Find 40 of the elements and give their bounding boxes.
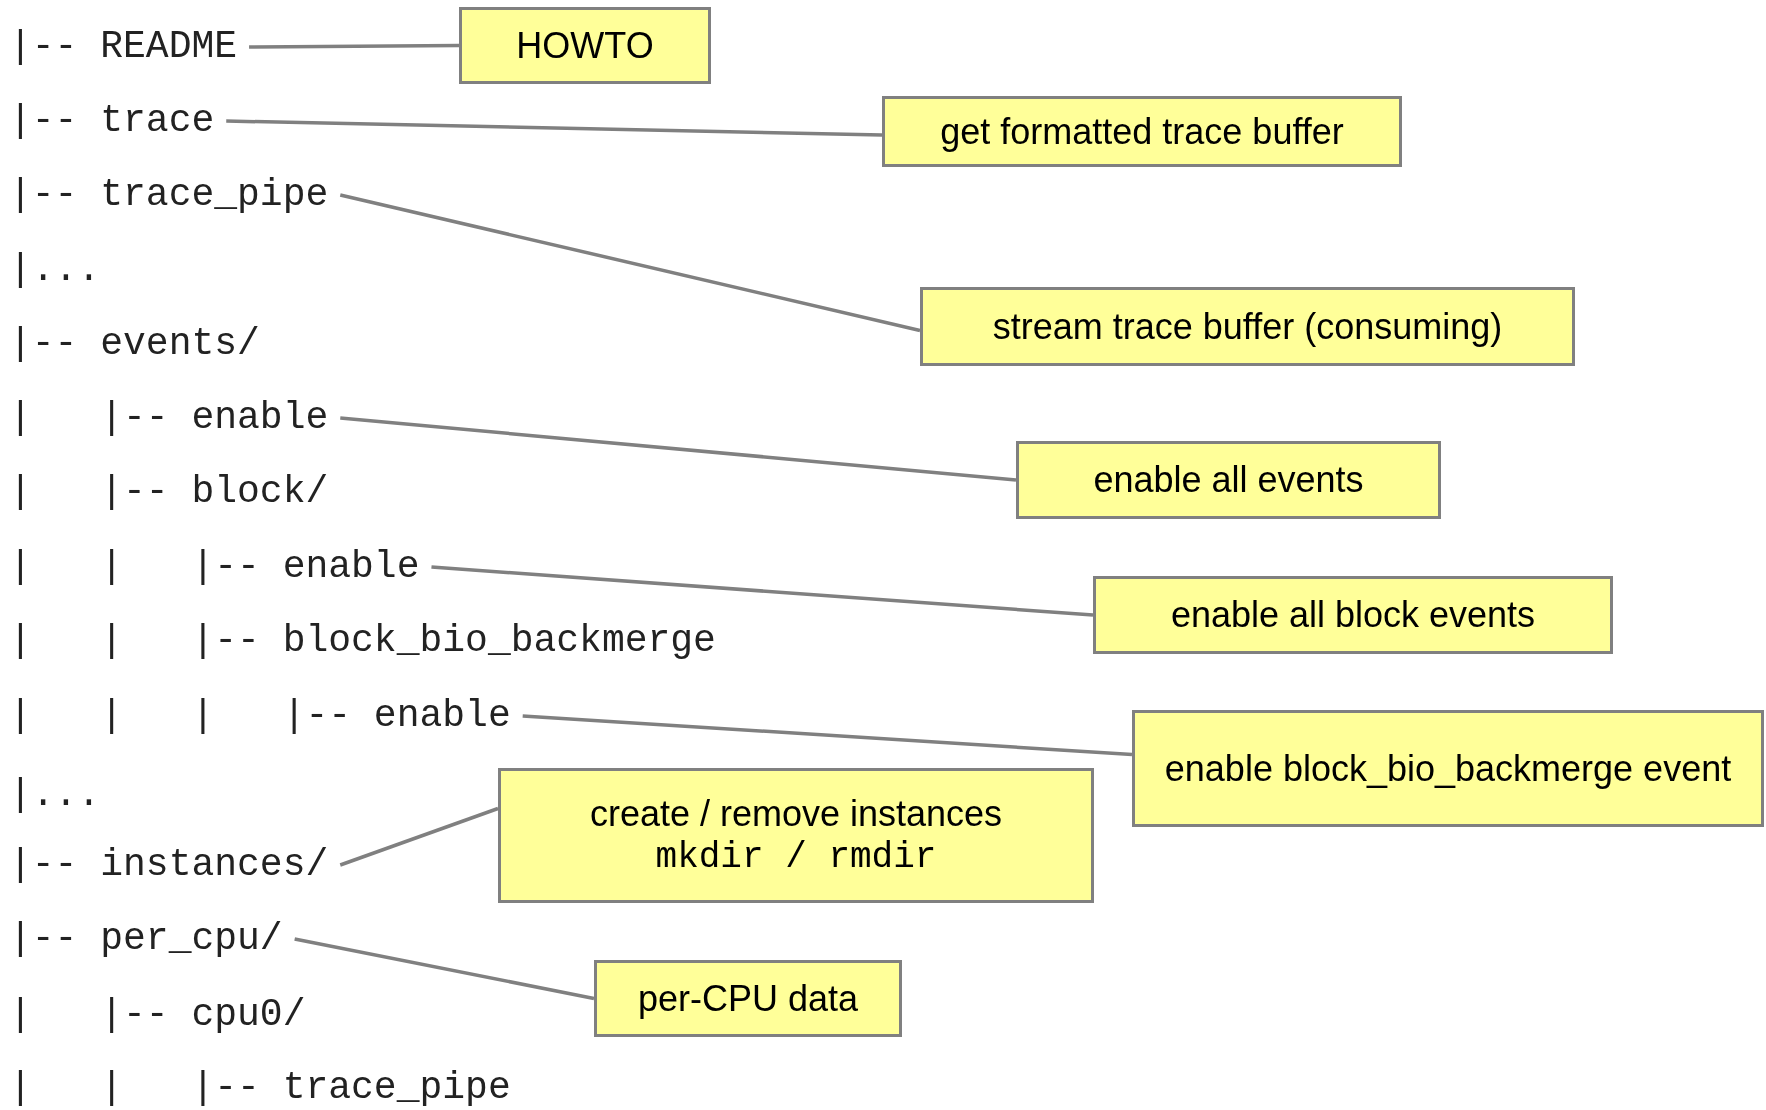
- leader-line: [522, 714, 1133, 757]
- callout-text: stream trace buffer (consuming): [992, 304, 1503, 349]
- leader-line: [339, 806, 499, 867]
- callout-box: [920, 287, 1575, 366]
- file-tree-line: | | |-- trace_pipe: [9, 1065, 511, 1110]
- leader-line: [249, 43, 459, 49]
- callout-box: [459, 7, 711, 84]
- file-tree-line: |-- instances/: [9, 841, 341, 889]
- file-tree-line: |...: [9, 247, 101, 293]
- callout-text: enable all events: [1093, 458, 1364, 502]
- file-tree-line: | | |-- enable: [9, 543, 432, 591]
- file-tree-line: |-- events/: [9, 321, 260, 367]
- file-tree-line: | |-- block/: [9, 469, 329, 515]
- leader-line: [226, 119, 883, 137]
- file-tree-line: |-- trace_pipe: [9, 171, 341, 219]
- leader-line: [294, 937, 595, 1001]
- file-tree-line: | | | |-- enable: [9, 692, 523, 740]
- callout-text: enable block_bio_backmerge event: [1164, 746, 1732, 791]
- file-tree-line: |-- trace: [9, 97, 227, 145]
- callout-box: [498, 768, 1094, 903]
- callout-box: [1016, 441, 1441, 519]
- leader-line: [431, 565, 1094, 617]
- callout-text: HOWTO: [516, 23, 654, 68]
- file-tree-line: | |-- enable: [9, 394, 341, 442]
- callout-text: get formatted trace buffer: [940, 109, 1344, 154]
- file-tree-line: |...: [9, 772, 101, 818]
- callout-box: [1093, 576, 1613, 654]
- leader-line: [339, 193, 921, 333]
- callout-text: mkdir / rmdir: [655, 835, 937, 880]
- leader-line: [340, 416, 1017, 482]
- file-tree-line: | | |-- block_bio_backmerge: [9, 618, 716, 664]
- callout-box: [882, 96, 1402, 167]
- callout-text: per-CPU data: [637, 976, 859, 1021]
- file-tree-line: | |-- cpu0/: [9, 992, 306, 1038]
- callout-box: [594, 960, 902, 1037]
- file-tree-line: |-- per_cpu/: [9, 915, 295, 963]
- callout-text: enable all block events: [1170, 593, 1536, 637]
- file-tree-line: |-- README: [9, 23, 250, 71]
- callout-box: [1132, 710, 1764, 827]
- callout-text: create / remove instances: [589, 791, 1003, 836]
